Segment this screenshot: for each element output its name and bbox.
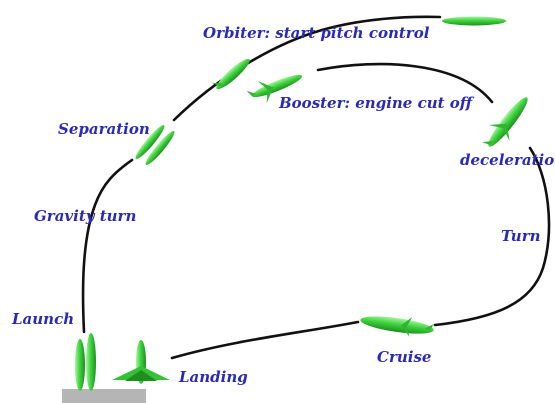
separation-icon — [135, 124, 175, 166]
label-gravity-turn: Gravity turn — [34, 207, 137, 225]
booster-cutoff-icon — [246, 74, 303, 104]
orbiter-climb-icon — [211, 58, 250, 90]
label-landing: Landing — [179, 368, 248, 386]
orbiter-cruise-icon — [442, 16, 506, 26]
orbiter-trajectory — [172, 15, 442, 122]
label-separation: Separation — [58, 120, 150, 138]
label-turn: Turn — [501, 227, 541, 245]
landing-booster-icon — [112, 340, 170, 384]
label-cruise: Cruise — [377, 348, 432, 366]
label-booster-cutoff: Booster: engine cut off — [279, 94, 473, 112]
booster-deceleration-icon — [481, 97, 528, 147]
trajectory-lines — [81, 15, 551, 360]
return-trajectory — [170, 320, 360, 360]
turn-trajectory — [433, 146, 551, 327]
launch-vehicle-icon — [75, 333, 96, 391]
label-deceleration: deceleration — [460, 151, 555, 169]
ascent-trajectory — [81, 158, 134, 334]
booster-cruise-icon — [360, 316, 434, 337]
booster-trajectory — [316, 62, 494, 104]
label-orbiter-pitch: Orbiter: start pitch control — [203, 24, 430, 42]
launch-pad — [62, 389, 146, 403]
label-launch: Launch — [12, 310, 75, 328]
